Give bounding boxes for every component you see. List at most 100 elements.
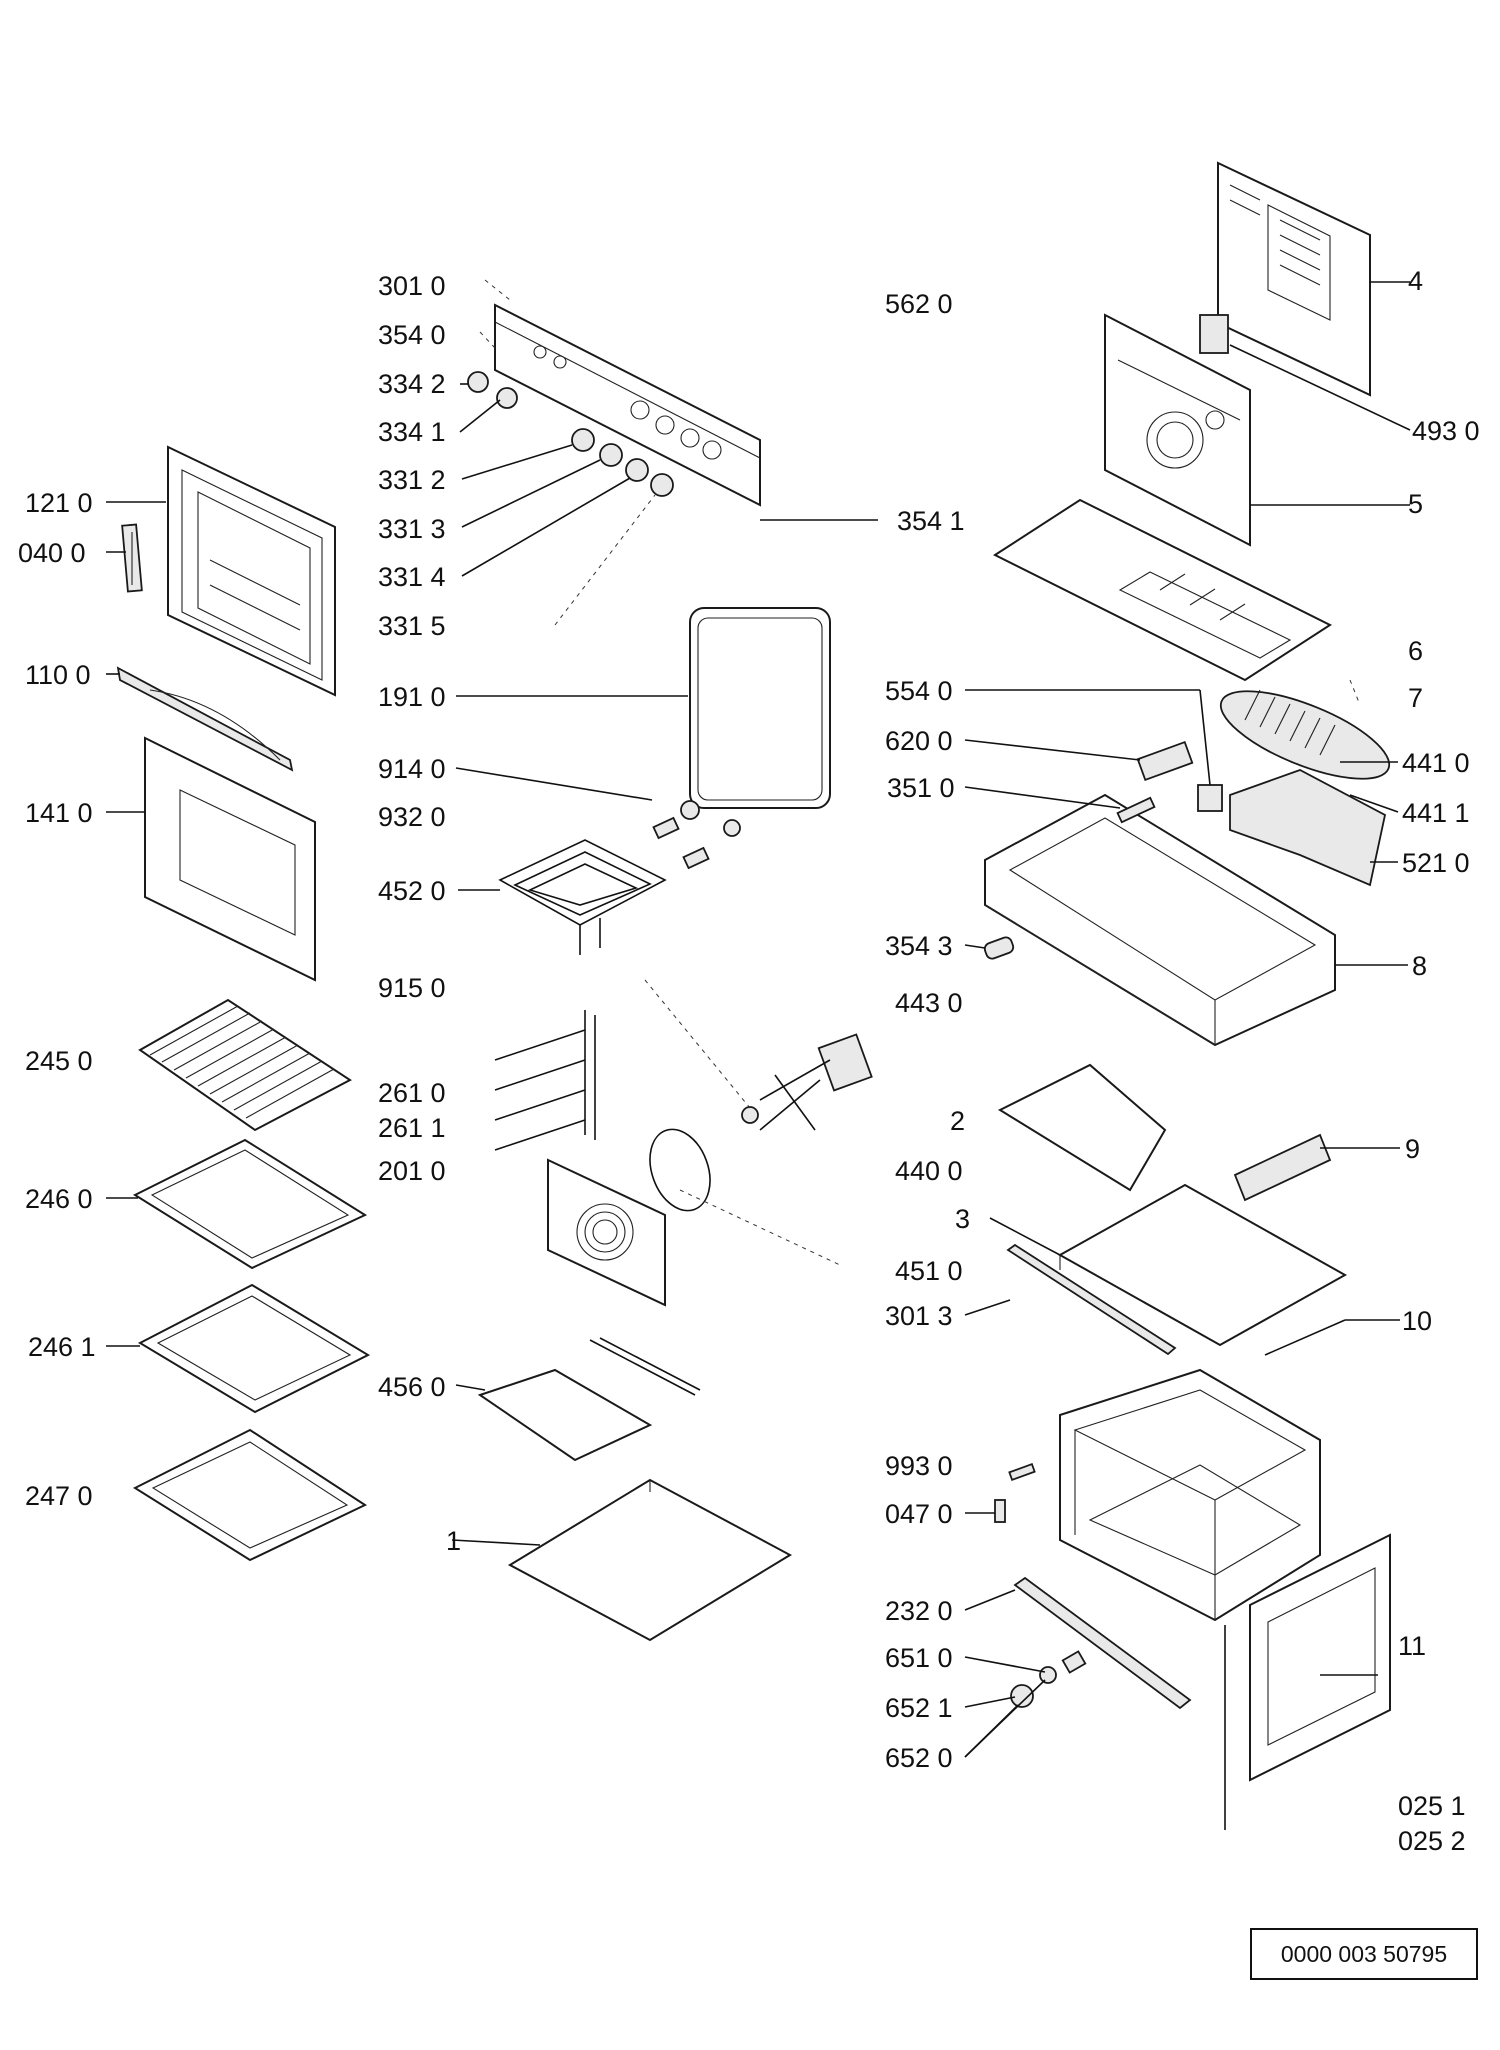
label-261-0: 261 0 <box>378 1078 446 1108</box>
drip-pan <box>132 1428 368 1562</box>
bottom-seal-strip <box>1013 1576 1192 1710</box>
label-620-0: 620 0 <box>885 726 953 756</box>
rear-panel <box>1217 161 1371 397</box>
duct-cover <box>997 1063 1167 1192</box>
label-331-2: 331 2 <box>378 465 446 495</box>
oven-door-frame <box>167 445 336 697</box>
label-440-0: 440 0 <box>895 1156 963 1186</box>
label-5: 5 <box>1408 489 1423 519</box>
label-932-0: 932 0 <box>378 802 446 832</box>
fan-cover <box>547 1158 666 1307</box>
deep-baking-tray <box>137 1283 371 1414</box>
label-452-0: 452 0 <box>378 876 446 906</box>
label-191-0: 191 0 <box>378 682 446 712</box>
label-3: 3 <box>955 1204 970 1234</box>
terminal-block <box>1136 740 1194 782</box>
label-7: 7 <box>1408 683 1423 713</box>
label-652-1: 652 1 <box>885 1693 953 1723</box>
side-panel <box>1224 1533 1391 1830</box>
label-334-1: 334 1 <box>378 417 446 447</box>
fan-ring <box>649 1128 711 1212</box>
heating-element <box>498 839 667 955</box>
label-354-3: 354 3 <box>885 931 953 961</box>
label-331-4: 331 4 <box>378 562 446 592</box>
part-labels: 301 0 354 0 334 2 334 1 331 2 331 3 331 … <box>18 266 1480 1856</box>
mounting-bracket <box>1233 1133 1332 1202</box>
cavity-screws <box>994 1462 1036 1523</box>
label-354-1: 354 1 <box>897 506 965 536</box>
thermostat-parts <box>652 800 741 870</box>
thermal-cutout <box>1199 314 1229 354</box>
label-1: 1 <box>446 1526 461 1556</box>
label-351-0: 351 0 <box>887 773 955 803</box>
lamp-parts <box>1010 1650 1087 1708</box>
label-443-0: 443 0 <box>895 988 963 1018</box>
bottom-panel <box>507 1478 793 1642</box>
label-451-0: 451 0 <box>895 1256 963 1286</box>
rear-wall <box>1104 313 1251 547</box>
baking-tray <box>132 1138 368 1270</box>
control-electronics <box>1229 769 1387 887</box>
label-456-0: 456 0 <box>378 1372 446 1402</box>
wire-rack <box>138 998 352 1132</box>
label-110-0: 110 0 <box>25 660 91 690</box>
label-246-0: 246 0 <box>25 1184 93 1214</box>
label-993-0: 993 0 <box>885 1451 953 1481</box>
label-232-0: 232 0 <box>885 1596 953 1626</box>
inner-glass <box>689 607 831 809</box>
outer-door-glass <box>144 736 316 982</box>
door-hinge <box>121 523 143 593</box>
label-8: 8 <box>1412 951 1427 981</box>
label-025-2: 025 2 <box>1398 1826 1466 1856</box>
label-914-0: 914 0 <box>378 754 446 784</box>
label-651-0: 651 0 <box>885 1643 953 1673</box>
label-301-3: 301 3 <box>885 1301 953 1331</box>
label-11: 11 <box>1398 1631 1426 1661</box>
base-plate <box>1057 1183 1348 1347</box>
label-554-0: 554 0 <box>885 676 953 706</box>
label-261-1: 261 1 <box>378 1113 446 1143</box>
control-chassis <box>984 793 1336 1047</box>
drawing-reference-number: 0000 003 50795 <box>1250 1928 1478 1980</box>
label-6: 6 <box>1408 636 1423 666</box>
label-246-1: 246 1 <box>28 1332 96 1362</box>
label-301-0: 301 0 <box>378 271 446 301</box>
label-354-0: 354 0 <box>378 320 446 350</box>
fan-motor <box>741 1033 873 1131</box>
label-121-0: 121 0 <box>25 488 93 518</box>
indicator-lamp <box>983 936 1015 960</box>
label-4: 4 <box>1408 266 1423 296</box>
label-562-0: 562 0 <box>885 289 953 319</box>
trim-strip <box>1006 1243 1177 1356</box>
label-245-0: 245 0 <box>25 1046 93 1076</box>
label-201-0: 201 0 <box>378 1156 446 1186</box>
label-331-3: 331 3 <box>378 514 446 544</box>
label-441-1: 441 1 <box>1402 798 1470 828</box>
label-334-2: 334 2 <box>378 369 446 399</box>
label-040-0: 040 0 <box>18 538 86 568</box>
label-2: 2 <box>950 1106 965 1136</box>
top-panel <box>992 498 1333 682</box>
label-9: 9 <box>1405 1134 1420 1164</box>
label-047-0: 047 0 <box>885 1499 953 1529</box>
label-493-0: 493 0 <box>1412 416 1480 446</box>
label-025-1: 025 1 <box>1398 1791 1466 1821</box>
spacer-bolt <box>1116 796 1156 824</box>
label-915-0: 915 0 <box>378 973 446 1003</box>
guide-rod <box>1264 1319 1346 1356</box>
oven-cavity <box>1059 1368 1321 1622</box>
label-652-0: 652 0 <box>885 1743 953 1773</box>
control-panel <box>494 303 761 507</box>
label-10: 10 <box>1402 1306 1432 1336</box>
label-331-5: 331 5 <box>378 611 446 641</box>
door-switch <box>1197 784 1223 812</box>
label-441-0: 441 0 <box>1402 748 1470 778</box>
label-141-0: 141 0 <box>25 798 93 828</box>
label-247-0: 247 0 <box>25 1481 93 1511</box>
side-rack-rails <box>494 1010 596 1151</box>
control-knobs <box>467 371 674 497</box>
grill-pan <box>477 1337 701 1462</box>
leader-lines <box>106 279 1411 1758</box>
